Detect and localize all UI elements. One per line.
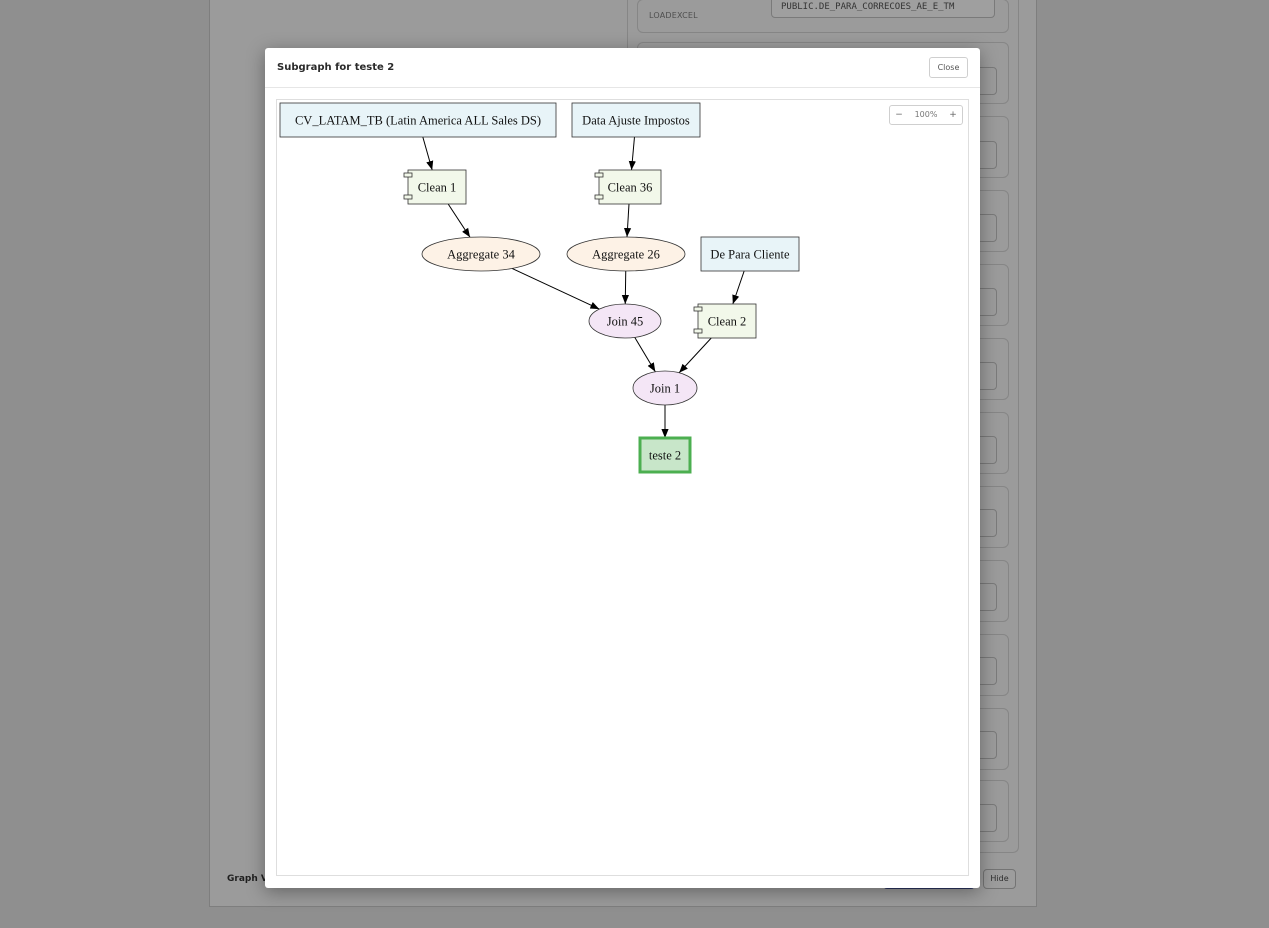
- node-shape-clean2: [697, 303, 757, 339]
- background-node-type-label: LOADEXCEL: [649, 11, 698, 20]
- node-shape-teste2: [638, 436, 692, 474]
- zoom-control: − 100% +: [889, 105, 963, 125]
- node-shape-clean36: [598, 169, 662, 205]
- node-label-join1: Join 1: [650, 382, 680, 396]
- background-card: [637, 0, 1009, 33]
- edge-data_ajuste-to-clean36: [628, 136, 636, 171]
- node-label-data_ajuste: Data Ajuste Impostos: [582, 114, 690, 128]
- node-label-clean36: Clean 36: [608, 181, 653, 195]
- node-agg26[interactable]: Aggregate 26: [566, 236, 686, 272]
- node-shape-cv_latam: [279, 102, 557, 138]
- modal-header: Subgraph for teste 2 Close: [265, 48, 980, 88]
- node-shape-clean1: [407, 169, 467, 205]
- node-shape-join45: [588, 303, 662, 339]
- node-shape-de_para: [700, 236, 800, 272]
- background-table-field: PUBLIC.DE_PARA_CORRECOES_AE_E_TM: [771, 0, 995, 18]
- node-label-de_para: De Para Cliente: [710, 248, 790, 262]
- node-de_para[interactable]: De Para Cliente: [700, 236, 800, 272]
- subgraph-svg: CV_LATAM_TB (Latin America ALL Sales DS)…: [279, 102, 800, 474]
- node-label-join45: Join 45: [607, 315, 643, 329]
- background-graph-view-label: Graph V: [227, 874, 268, 884]
- node-clean36[interactable]: Clean 36: [594, 169, 662, 205]
- component-notch: [403, 194, 413, 200]
- node-label-agg26: Aggregate 26: [592, 248, 660, 262]
- edges-layer: [422, 136, 745, 438]
- component-notch: [594, 194, 604, 200]
- node-join45[interactable]: Join 45: [588, 303, 662, 339]
- node-clean1[interactable]: Clean 1: [403, 169, 467, 205]
- node-shape-join1: [632, 370, 698, 406]
- edge-clean36-to-agg26: [623, 203, 632, 238]
- node-teste2[interactable]: teste 2: [638, 436, 692, 474]
- node-label-clean2: Clean 2: [708, 315, 747, 329]
- nodes-layer: CV_LATAM_TB (Latin America ALL Sales DS)…: [279, 102, 800, 474]
- close-button[interactable]: Close: [929, 57, 968, 78]
- node-label-teste2: teste 2: [649, 449, 681, 463]
- background-hide-button: Hide: [983, 869, 1016, 889]
- component-notch: [594, 172, 604, 178]
- edge-agg34-to-join45: [511, 267, 600, 310]
- zoom-in-button[interactable]: +: [949, 110, 957, 120]
- edge-clean1-to-agg34: [447, 203, 471, 238]
- zoom-level: 100%: [914, 110, 938, 119]
- subgraph-modal: Subgraph for teste 2 Close CV_LATAM_TB (…: [265, 48, 980, 888]
- node-join1[interactable]: Join 1: [632, 370, 698, 406]
- graph-canvas[interactable]: CV_LATAM_TB (Latin America ALL Sales DS)…: [276, 99, 969, 876]
- node-clean2[interactable]: Clean 2: [693, 303, 757, 339]
- edge-cv_latam-to-clean1: [422, 136, 434, 171]
- component-notch: [693, 306, 703, 312]
- edge-de_para-to-clean2: [732, 270, 745, 305]
- node-shape-data_ajuste: [571, 102, 701, 138]
- node-label-clean1: Clean 1: [418, 181, 457, 195]
- edge-join45-to-join1: [634, 337, 656, 373]
- zoom-out-button[interactable]: −: [895, 110, 903, 120]
- edge-clean2-to-join1: [678, 337, 712, 374]
- modal-title: Subgraph for teste 2: [277, 62, 395, 73]
- node-label-agg34: Aggregate 34: [447, 248, 515, 262]
- node-shape-agg34: [421, 236, 541, 272]
- node-cv_latam[interactable]: CV_LATAM_TB (Latin America ALL Sales DS): [279, 102, 557, 138]
- component-notch: [693, 328, 703, 334]
- node-agg34[interactable]: Aggregate 34: [421, 236, 541, 272]
- node-shape-agg26: [566, 236, 686, 272]
- component-notch: [403, 172, 413, 178]
- node-data_ajuste[interactable]: Data Ajuste Impostos: [571, 102, 701, 138]
- node-label-cv_latam: CV_LATAM_TB (Latin America ALL Sales DS): [295, 114, 541, 128]
